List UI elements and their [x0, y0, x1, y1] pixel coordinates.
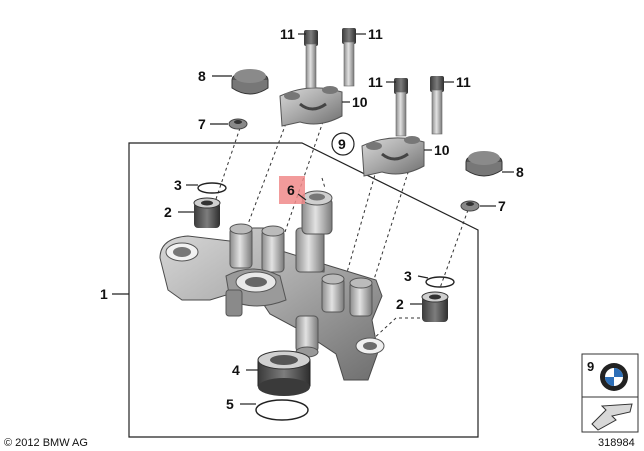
- bushings: [193, 197, 449, 322]
- callout-4: 4: [232, 362, 240, 378]
- callout-6-highlight: [279, 176, 305, 204]
- small-nuts: [228, 118, 480, 212]
- callout-7-b: 7: [498, 198, 506, 214]
- callout-10-a: 10: [352, 94, 368, 110]
- caps: [231, 69, 503, 177]
- callout-leaders: [178, 33, 514, 405]
- clamp-left: [279, 86, 343, 127]
- callout-3-b: 3: [404, 268, 412, 284]
- diagram-id: 318984: [598, 437, 635, 449]
- callout-8-b: 8: [516, 164, 524, 180]
- legend-item-number: 9: [587, 359, 594, 374]
- bearing: [257, 350, 311, 396]
- callout-8-a: 8: [198, 68, 206, 84]
- bmw-logo-icon: [600, 363, 628, 391]
- callout-2-b: 2: [396, 296, 404, 312]
- assembly-frame: [128, 142, 479, 438]
- bolts: [304, 28, 444, 137]
- callout-11-a: 11: [280, 26, 295, 42]
- callout-1: 1: [100, 286, 108, 302]
- callout-7-a: 7: [198, 116, 206, 132]
- o-rings: [197, 182, 455, 421]
- callout-11-d: 11: [456, 74, 471, 90]
- clamp-right: [361, 136, 425, 177]
- callout-11-b: 11: [368, 26, 383, 42]
- steering-stem-pin: [295, 190, 333, 273]
- callout-5: 5: [226, 396, 234, 412]
- callout-9-circle: [331, 132, 355, 156]
- arrow-icon: [591, 403, 633, 431]
- copyright-text: © 2012 BMW AG: [4, 437, 88, 449]
- callout-10-b: 10: [434, 142, 450, 158]
- callout-3-a: 3: [174, 177, 182, 193]
- callout-9: 9: [338, 136, 346, 152]
- legend-box: 9: [581, 353, 639, 433]
- callout-6: 6: [287, 182, 295, 198]
- callout-11-c: 11: [368, 74, 383, 90]
- fork-bridge: [159, 223, 385, 381]
- callout-2-a: 2: [164, 204, 172, 220]
